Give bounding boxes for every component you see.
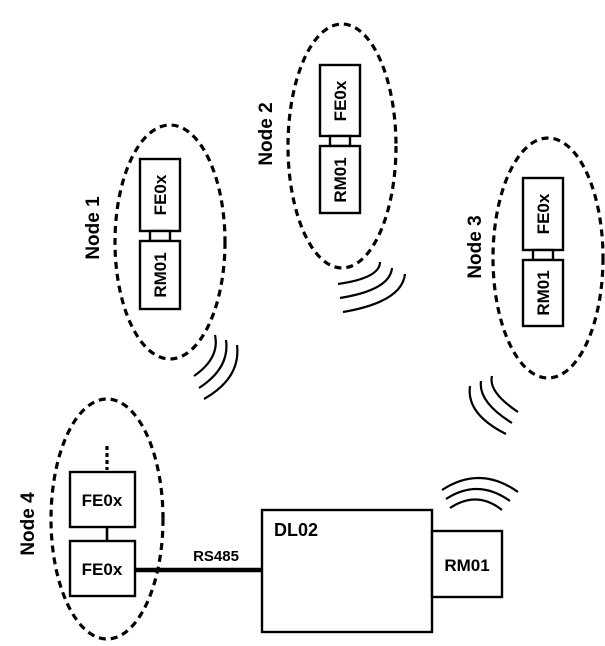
node-1-fe0x-box [138,157,182,233]
node-3: Node 3 FE0x RM01 [465,136,605,435]
node-2: Node 2 FE0x RM01 [256,22,407,314]
node-3-label: Node 3 [465,215,486,278]
node-2-rm01-box [318,144,362,215]
node-1-fe0x-label: FE0x [151,174,170,215]
gateway-radio-waves-icon [441,476,519,511]
node-1-connector [148,229,172,243]
node-1-boundary [113,123,227,361]
node-1-label: Node 1 [83,196,104,260]
node-4-boundary [49,397,165,641]
node-3-fe0x-label: FE0x [534,193,553,234]
node-3-rm01-label: RM01 [534,270,553,315]
gateway-wave [449,498,503,511]
node-2-label: Node 2 [256,102,277,165]
node-2-wave [339,267,394,300]
node-3-wave [468,385,507,435]
dl02-label: DL02 [274,520,318,540]
node-4-fe0x-lower-box [68,539,137,598]
node-4-fe0x-lower-label: FE0x [82,560,123,579]
gateway-wave [445,487,511,502]
node-2-fe0x-label: FE0x [331,80,350,121]
node-1-wave [203,344,239,400]
gateway-rm01-box [430,529,504,599]
dl02-box [260,508,434,634]
node-3-radio-waves-icon [468,375,519,435]
node-4-fe0x-upper-box [68,470,137,529]
node-3-boundary [491,136,605,380]
node-1-wave [198,339,228,389]
node-3-connector [531,248,555,262]
node-4-label: Node 4 [18,492,39,556]
rs485-label: RS485 [193,548,239,565]
gateway-wave [441,476,519,493]
node-2-rm01-label: RM01 [331,157,350,202]
node-3-rm01-box [521,258,565,328]
node-1-rm01-label: RM01 [151,252,170,297]
node-2-connector [328,134,352,148]
node-1-wave [193,334,217,377]
node-2-boundary [286,22,398,270]
node-1: Node 1 FE0x RM01 [83,123,239,400]
node-2-wave [342,273,407,314]
node-2-wave [337,261,382,286]
node-1-rm01-box [138,239,182,311]
node-2-radio-waves-icon [337,261,407,314]
gateway-rm01-label: RM01 [444,556,489,575]
node-1-radio-waves-icon [193,334,239,400]
node-3-wave [479,380,513,424]
node-4-fe0x-upper-label: FE0x [82,491,123,510]
node-4: Node 4 FE0x FE0x [18,397,165,641]
node-3-wave [490,375,519,413]
gateway: DL02 RM01 [260,476,519,634]
